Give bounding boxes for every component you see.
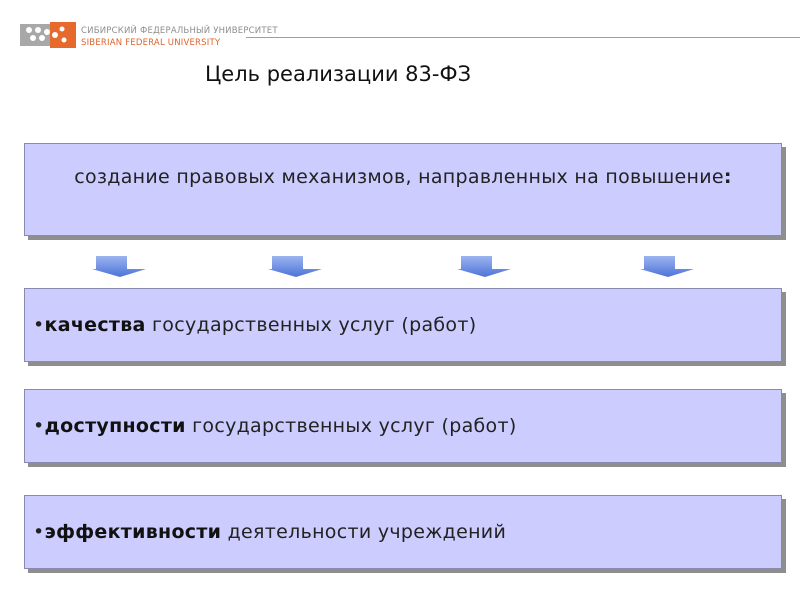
logo-line-ru: СИБИРСКИЙ ФЕДЕРАЛЬНЫЙ УНИВЕРСИТЕТ [81, 26, 278, 36]
item-keyword: качества [44, 314, 146, 336]
slide-title: Цель реализации 83-ФЗ [205, 62, 472, 86]
down-arrow-icon [92, 256, 146, 277]
goal-box: создание правовых механизмов, направленн… [24, 143, 782, 236]
item-text: деятельности учреждений [221, 521, 507, 543]
item-keyword: эффективности [44, 521, 222, 543]
down-arrow-icon [640, 256, 694, 277]
logo-line-en: SIBERIAN FEDERAL UNIVERSITY [81, 38, 221, 48]
header-divider [246, 37, 800, 38]
item-keyword: доступности [44, 415, 186, 437]
goal-colon: : [723, 166, 732, 188]
sfu-logo-icon [20, 22, 76, 48]
bullet: • [33, 415, 45, 437]
bullet: • [33, 521, 45, 543]
item-box-efficiency: •эффективности деятельности учреждений [24, 495, 782, 569]
down-arrow-icon [457, 256, 511, 277]
down-arrow-icon [268, 256, 322, 277]
goal-text: создание правовых механизмов, направленн… [74, 166, 724, 188]
item-box-accessibility: •доступности государственных услуг (рабо… [24, 389, 782, 463]
item-text: государственных услуг (работ) [145, 314, 477, 336]
item-text: государственных услуг (работ) [185, 415, 517, 437]
bullet: • [33, 314, 45, 336]
item-box-quality: •качества государственных услуг (работ) [24, 288, 782, 362]
university-name: СИБИРСКИЙ ФЕДЕРАЛЬНЫЙ УНИВЕРСИТЕТ SIBERI… [81, 25, 278, 49]
